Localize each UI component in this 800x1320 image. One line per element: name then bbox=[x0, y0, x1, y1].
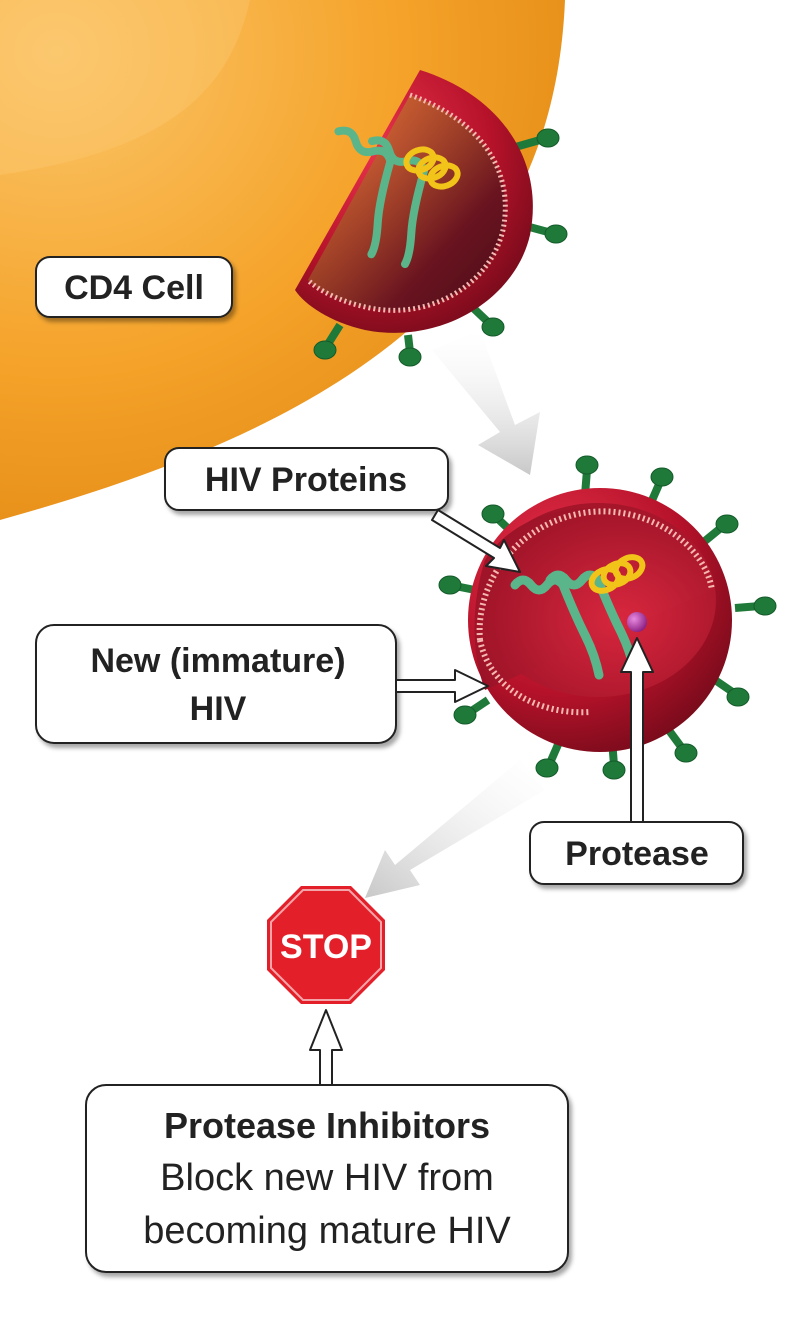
protease-label: Protease bbox=[565, 835, 709, 873]
new-hiv-pointer bbox=[395, 669, 489, 703]
hiv-protein-strands bbox=[510, 570, 639, 680]
protease-inhibitors-title: Protease Inhibitors bbox=[164, 1105, 490, 1146]
protease-inhibitors-line1: Block new HIV from bbox=[160, 1157, 494, 1199]
hiv-proteins-label: HIV Proteins bbox=[205, 461, 407, 499]
budding-virus bbox=[295, 70, 568, 367]
stop-sign-icon bbox=[267, 886, 385, 1004]
new-hiv-label-line2: HIV bbox=[190, 690, 247, 728]
protease-pointer bbox=[620, 637, 654, 823]
protease-inhibitors-box bbox=[85, 1084, 569, 1273]
budding-virus-spikes bbox=[313, 128, 568, 367]
protease-inhibitors-pointer bbox=[309, 1009, 343, 1089]
hiv-proteins-pointer bbox=[431, 509, 521, 573]
arrow-budding-to-new-hiv bbox=[432, 330, 540, 475]
arrow-new-hiv-to-stop bbox=[365, 760, 545, 898]
new-hiv-spikes bbox=[438, 455, 777, 780]
protease-inhibitors-line2: becoming mature HIV bbox=[143, 1210, 511, 1252]
hiv-proteins-label-box bbox=[164, 447, 449, 511]
budding-virus-rna bbox=[403, 146, 461, 190]
protease-molecule bbox=[627, 612, 647, 632]
stop-sign-text: STOP bbox=[280, 928, 372, 966]
cd4-cell-label: CD4 Cell bbox=[64, 269, 204, 307]
cd4-cell-label-box bbox=[35, 256, 233, 318]
new-hiv-rna bbox=[588, 554, 646, 594]
new-hiv-label-line1: New (immature) bbox=[90, 642, 345, 680]
new-hiv-virus bbox=[438, 455, 777, 780]
